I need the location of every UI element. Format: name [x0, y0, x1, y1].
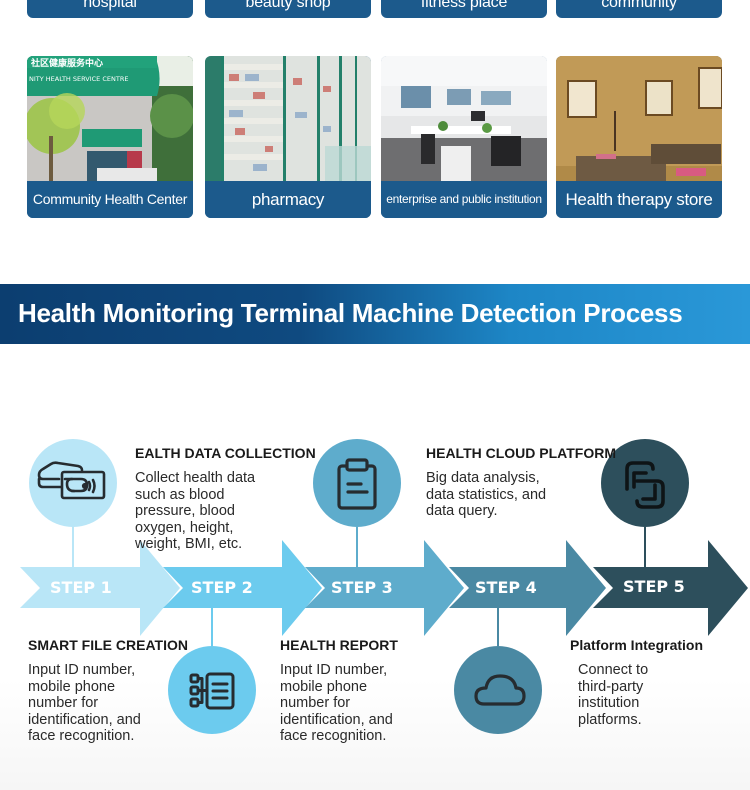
step-arrow-4: [449, 540, 606, 636]
step-3-title: HEALTH REPORT: [280, 637, 398, 653]
svg-text:NITY HEALTH SERVICE CENTRE: NITY HEALTH SERVICE CENTRE: [29, 75, 128, 83]
step-5-circle: [601, 439, 689, 527]
step-4-description: Big data analysis, data statistics, and …: [426, 470, 547, 519]
svg-text:社区健康服务中心: 社区健康服务中心: [30, 57, 103, 69]
step-arrows: [20, 540, 748, 636]
card-label: enterprise and public institution: [381, 181, 547, 218]
step-1-circle: [29, 439, 117, 527]
hand-card-nfc-icon: [37, 461, 106, 500]
cloud-icon: [474, 674, 526, 706]
card-health-therapy-store: Health therapy store: [556, 56, 722, 218]
step-label-1: STEP 1: [50, 578, 112, 597]
step-label-5: STEP 5: [623, 577, 685, 596]
step-1-description: Input ID number, mobile phone number for…: [28, 662, 141, 744]
connector-step-2: [211, 605, 213, 646]
therapy-room-photo: [556, 56, 722, 181]
connector-step-1: [72, 527, 74, 569]
card-label: Health therapy store: [556, 181, 722, 218]
step-arrow-5: [593, 540, 748, 636]
file-tree-icon: [189, 672, 235, 710]
step-3-circle: [313, 439, 401, 527]
community-health-center-photo: 社区健康服务中心 NITY HEALTH SERVICE CENTRE: [27, 56, 193, 181]
category-label-beauty-shop: beauty shop: [205, 0, 371, 18]
step-label-2: STEP 2: [191, 578, 253, 597]
connector-step-5: [644, 527, 646, 569]
card-enterprise-public-institution: enterprise and public institution: [381, 56, 547, 218]
integration-icon: [625, 461, 665, 509]
category-label-hospital: hospital: [27, 0, 193, 18]
card-label: pharmacy: [205, 181, 371, 218]
step-label-3: STEP 3: [331, 578, 393, 597]
step-4-title: HEALTH CLOUD PLATFORM: [426, 445, 617, 461]
connector-step-4: [497, 605, 499, 646]
step-label-4: STEP 4: [475, 578, 537, 597]
category-label-community: community: [556, 0, 722, 18]
card-community-health-center: 社区健康服务中心 NITY HEALTH SERVICE CENTRE Comm…: [27, 56, 193, 218]
step-2-circle: [168, 646, 256, 734]
step-5-title: Platform Integration: [570, 637, 704, 653]
pharmacy-shelves-photo: [205, 56, 371, 181]
step-2-description: Collect health data such as blood pressu…: [135, 470, 256, 552]
clipboard-icon: [337, 458, 377, 510]
office-photo: [381, 56, 547, 181]
section-banner: Health Monitoring Terminal Machine Detec…: [0, 284, 750, 344]
card-label: Community Health Center: [27, 181, 193, 218]
card-pharmacy: pharmacy: [205, 56, 371, 218]
step-1-title: SMART FILE CREATION: [28, 637, 188, 653]
step-arrow-1: [20, 540, 180, 636]
step-3-description: Input ID number, mobile phone number for…: [280, 662, 393, 744]
step-2-title: EALTH DATA COLLECTION: [135, 445, 316, 461]
step-arrow-3: [305, 540, 464, 636]
connector-step-3: [356, 527, 358, 569]
step-4-circle: [454, 646, 542, 734]
step-5-description: Connect to third-party institution platf…: [578, 662, 649, 728]
step-arrow-2: [163, 540, 322, 636]
section-title: Health Monitoring Terminal Machine Detec…: [18, 298, 683, 328]
category-label-fitness-place: fitness place: [381, 0, 547, 18]
